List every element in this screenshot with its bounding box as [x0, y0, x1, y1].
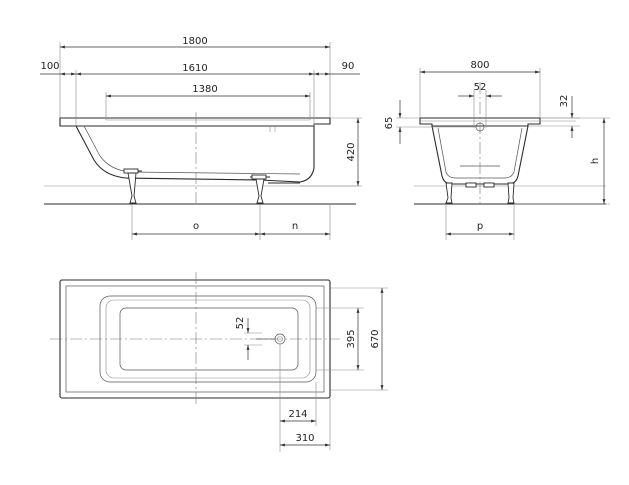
end-left-foot — [445, 182, 453, 204]
plan-drain-offset-label: 214 — [288, 409, 307, 420]
rim-drop-label: 32 — [559, 95, 570, 108]
side-rim — [59, 117, 331, 127]
plan-overflow-label: 52 — [235, 317, 246, 330]
end-tub-body — [431, 125, 529, 185]
left-foot — [123, 168, 139, 204]
plan-overflow-inner — [277, 336, 283, 342]
end-drain — [465, 182, 477, 188]
end-right-foot — [507, 182, 515, 204]
rim-length-label: 1610 — [182, 63, 207, 74]
total-height-label: h — [590, 158, 601, 164]
end-foot-spacing-label: p — [477, 221, 483, 232]
height-label: 420 — [346, 142, 357, 161]
left-offset-label: 100 — [40, 61, 59, 72]
plan-outer-width-label: 670 — [370, 329, 381, 348]
foot-spacing-label: o — [193, 221, 199, 232]
end-view: 800 52 32 65 h p — [384, 60, 610, 240]
end-drain-2 — [483, 182, 495, 188]
plan-view: 52 395 670 214 310 — [50, 272, 388, 452]
side-tub-body — [75, 125, 315, 183]
end-width-label: 800 — [470, 60, 489, 71]
side-view: 1800 100 1610 90 1380 420 o n — [40, 36, 362, 240]
plan-inner-width-label: 395 — [346, 329, 357, 348]
right-offset-label: 90 — [342, 61, 355, 72]
overall-length-label: 1800 — [182, 36, 207, 47]
plan-outlet-offset-label: 310 — [295, 433, 314, 444]
bottom-length-label: 1380 — [192, 84, 217, 95]
right-foot — [251, 174, 267, 204]
foot-end-label: n — [292, 221, 298, 232]
overflow-spacing-label: 52 — [474, 82, 487, 93]
overflow-depth-label: 65 — [384, 117, 395, 130]
